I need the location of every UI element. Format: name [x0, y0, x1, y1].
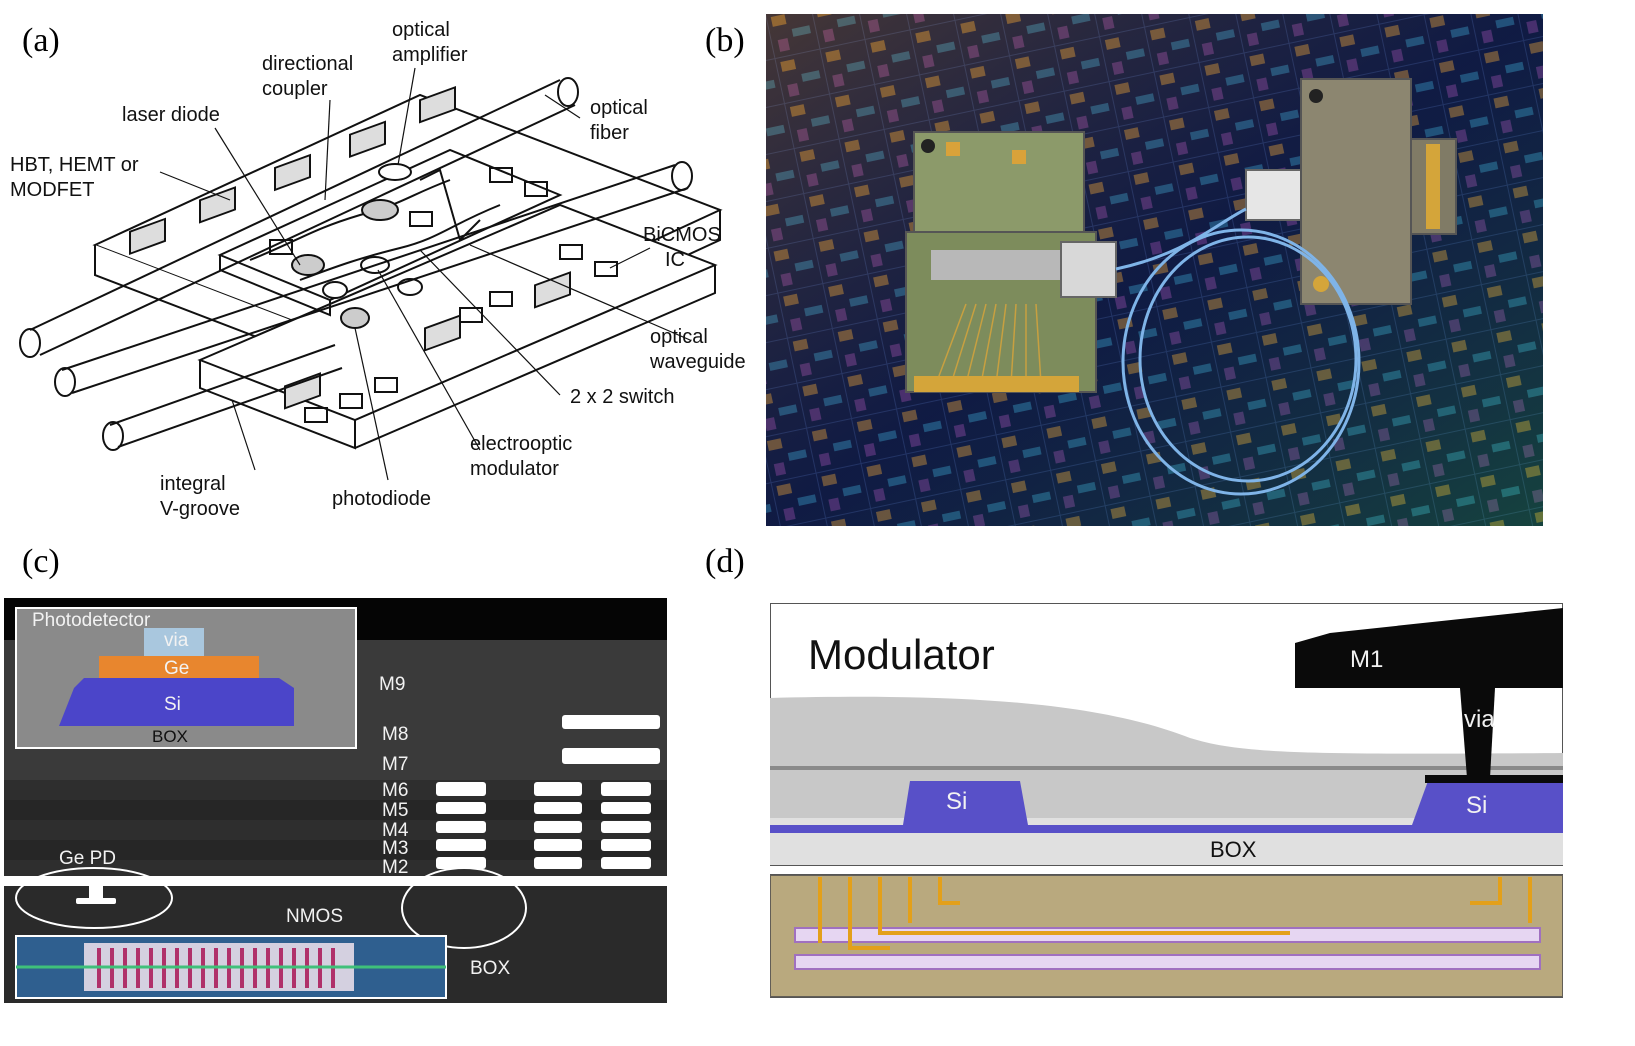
label-v-groove-1: integral — [160, 473, 226, 495]
label-bicmos-2: IC — [665, 249, 685, 271]
inset-si: Si — [164, 694, 181, 715]
waveguide-upper — [249, 179, 451, 261]
left-board — [905, 131, 1097, 393]
inset-box: BOX — [152, 727, 188, 746]
panel-a-label: (a) — [22, 22, 60, 59]
label-via: via — [1464, 706, 1495, 733]
label-m6: M6 — [382, 780, 408, 801]
label-m3: M3 — [382, 838, 408, 859]
laser-diode-shape — [291, 254, 325, 276]
label-m2: M2 — [382, 857, 408, 878]
waveguide-switch — [419, 168, 481, 242]
panel-a-labels: optical amplifier directional coupler la… — [10, 19, 746, 520]
label-box-c: BOX — [470, 958, 510, 979]
label-modulator-1: electrooptic — [470, 433, 572, 455]
optical-amplifier-shape — [378, 163, 412, 181]
label-optical-waveguide-2: waveguide — [649, 351, 746, 373]
label-si-right: Si — [1466, 792, 1487, 819]
panel-d-tem: Modulator M1 via Si Si BOX — [770, 603, 1563, 998]
label-m5: M5 — [382, 800, 408, 821]
micrograph-inset — [15, 935, 447, 999]
si-right-slab — [1412, 781, 1563, 833]
label-modulator: Modulator — [808, 631, 995, 678]
label-transistor-2: MODFET — [10, 179, 94, 201]
waveguide-lower — [299, 204, 501, 281]
photodiode-shape — [340, 307, 370, 329]
leader-lines — [159, 67, 691, 481]
label-laser-diode: laser diode — [122, 104, 220, 126]
label-photodiode: photodiode — [332, 488, 431, 510]
inset-title: Photodetector — [32, 610, 151, 631]
label-m7: M7 — [382, 754, 408, 775]
connector-left — [1060, 241, 1117, 298]
label-m9: M9 — [379, 674, 405, 695]
label-si-left: Si — [946, 788, 967, 815]
via-metal — [1460, 688, 1495, 778]
label-nmos: NMOS — [286, 906, 343, 927]
label-optical-fiber-1: optical — [590, 97, 648, 119]
inset-via: via — [164, 630, 189, 651]
inset-ge: Ge — [164, 658, 189, 679]
panel-b-photo — [766, 14, 1543, 526]
si-left-rib — [770, 781, 1563, 833]
panel-a-schematic: optical amplifier directional coupler la… — [10, 19, 746, 520]
label-m8: M8 — [382, 724, 408, 745]
panel-c-sem: Photodetector via Ge Si BOX M9 M8 M7 M6 … — [4, 598, 667, 1003]
m1-metal — [1295, 608, 1563, 688]
coupler-shape — [361, 199, 399, 221]
metal-lines — [4, 715, 667, 904]
panel-d-label: (d) — [705, 543, 745, 580]
ge-pd-circle — [15, 867, 173, 929]
metal-layer-labels: M9 M8 M7 M6 M5 M4 M3 M2 — [379, 674, 409, 878]
label-bicmos-1: BiCMOS — [643, 224, 721, 246]
label-v-groove-2: V-groove — [160, 498, 240, 520]
label-directional-coupler-2: coupler — [262, 78, 328, 100]
label-m1: M1 — [1350, 646, 1383, 673]
photodetector-inset: Photodetector via Ge Si BOX — [15, 607, 357, 749]
label-optical-waveguide-1: optical — [650, 326, 708, 348]
label-optical-amplifier-1: optical — [392, 19, 450, 41]
label-switch: 2 x 2 switch — [570, 386, 674, 408]
fiber-loops — [1115, 207, 1361, 496]
label-modulator-2: modulator — [470, 458, 559, 480]
label-transistor-1: HBT, HEMT or — [10, 154, 139, 176]
label-optical-amplifier-2: amplifier — [392, 44, 468, 66]
label-ge-pd: Ge PD — [59, 848, 116, 869]
nmos-circle — [401, 867, 527, 949]
optical-fibers — [19, 77, 693, 451]
panel-c-label: (c) — [22, 543, 60, 580]
label-directional-coupler-1: directional — [262, 53, 353, 75]
modulator-micrograph — [770, 874, 1563, 998]
label-box-d: BOX — [1210, 837, 1257, 862]
label-optical-fiber-2: fiber — [590, 122, 629, 144]
panel-b-label: (b) — [705, 22, 745, 59]
hatched-pads — [129, 86, 571, 410]
label-m4: M4 — [382, 820, 409, 841]
